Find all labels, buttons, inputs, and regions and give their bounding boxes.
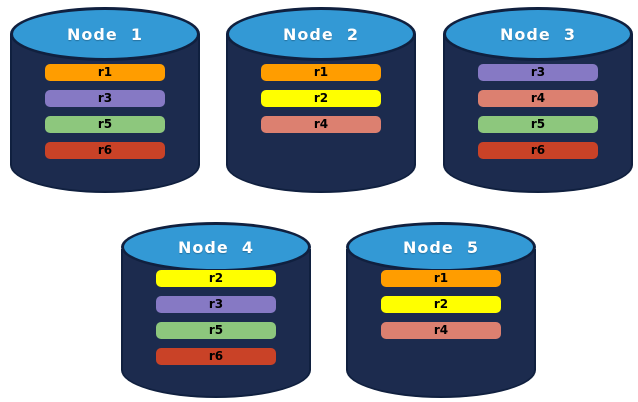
replica-bar-r2: r2 (381, 296, 501, 313)
node-3-cylinder-top: Node 3 (443, 7, 633, 61)
node-1-replica-list: r1 r3 r5 r6 (45, 64, 165, 168)
node-5-replica-list: r1 r2 r4 (381, 270, 501, 348)
replica-bar-r2: r2 (261, 90, 381, 107)
replica-bar-r5: r5 (45, 116, 165, 133)
node-1-cylinder: Node 1 r1 r3 r5 r6 (10, 7, 200, 193)
node-4-title: Node 4 (178, 237, 254, 257)
replica-bar-r1: r1 (45, 64, 165, 81)
replica-bar-r2: r2 (156, 270, 276, 287)
node-5-cylinder-top: Node 5 (346, 222, 536, 272)
node-4-cylinder: Node 4 r2 r3 r5 r6 (121, 222, 311, 398)
replica-bar-r4: r4 (261, 116, 381, 133)
node-2-cylinder-top: Node 2 (226, 7, 416, 61)
replica-bar-r4: r4 (381, 322, 501, 339)
node-4-cylinder-top: Node 4 (121, 222, 311, 272)
replica-bar-r5: r5 (156, 322, 276, 339)
node-3-cylinder: Node 3 r3 r4 r5 r6 (443, 7, 633, 193)
replica-bar-r1: r1 (261, 64, 381, 81)
node-2-title: Node 2 (283, 24, 359, 44)
replica-bar-r6: r6 (156, 348, 276, 365)
node-2-cylinder: Node 2 r1 r2 r4 (226, 7, 416, 193)
node-3-title: Node 3 (500, 24, 576, 44)
replica-bar-r5: r5 (478, 116, 598, 133)
node-5-cylinder: Node 5 r1 r2 r4 (346, 222, 536, 398)
replica-bar-r6: r6 (478, 142, 598, 159)
node-1-cylinder-top: Node 1 (10, 7, 200, 61)
node-5-title: Node 5 (403, 237, 479, 257)
replica-bar-r4: r4 (478, 90, 598, 107)
replica-bar-r3: r3 (45, 90, 165, 107)
node-2-replica-list: r1 r2 r4 (261, 64, 381, 142)
node-4-replica-list: r2 r3 r5 r6 (156, 270, 276, 374)
replica-bar-r1: r1 (381, 270, 501, 287)
node-1-title: Node 1 (67, 24, 143, 44)
replica-bar-r6: r6 (45, 142, 165, 159)
replica-bar-r3: r3 (478, 64, 598, 81)
replica-bar-r3: r3 (156, 296, 276, 313)
node-3-replica-list: r3 r4 r5 r6 (478, 64, 598, 168)
